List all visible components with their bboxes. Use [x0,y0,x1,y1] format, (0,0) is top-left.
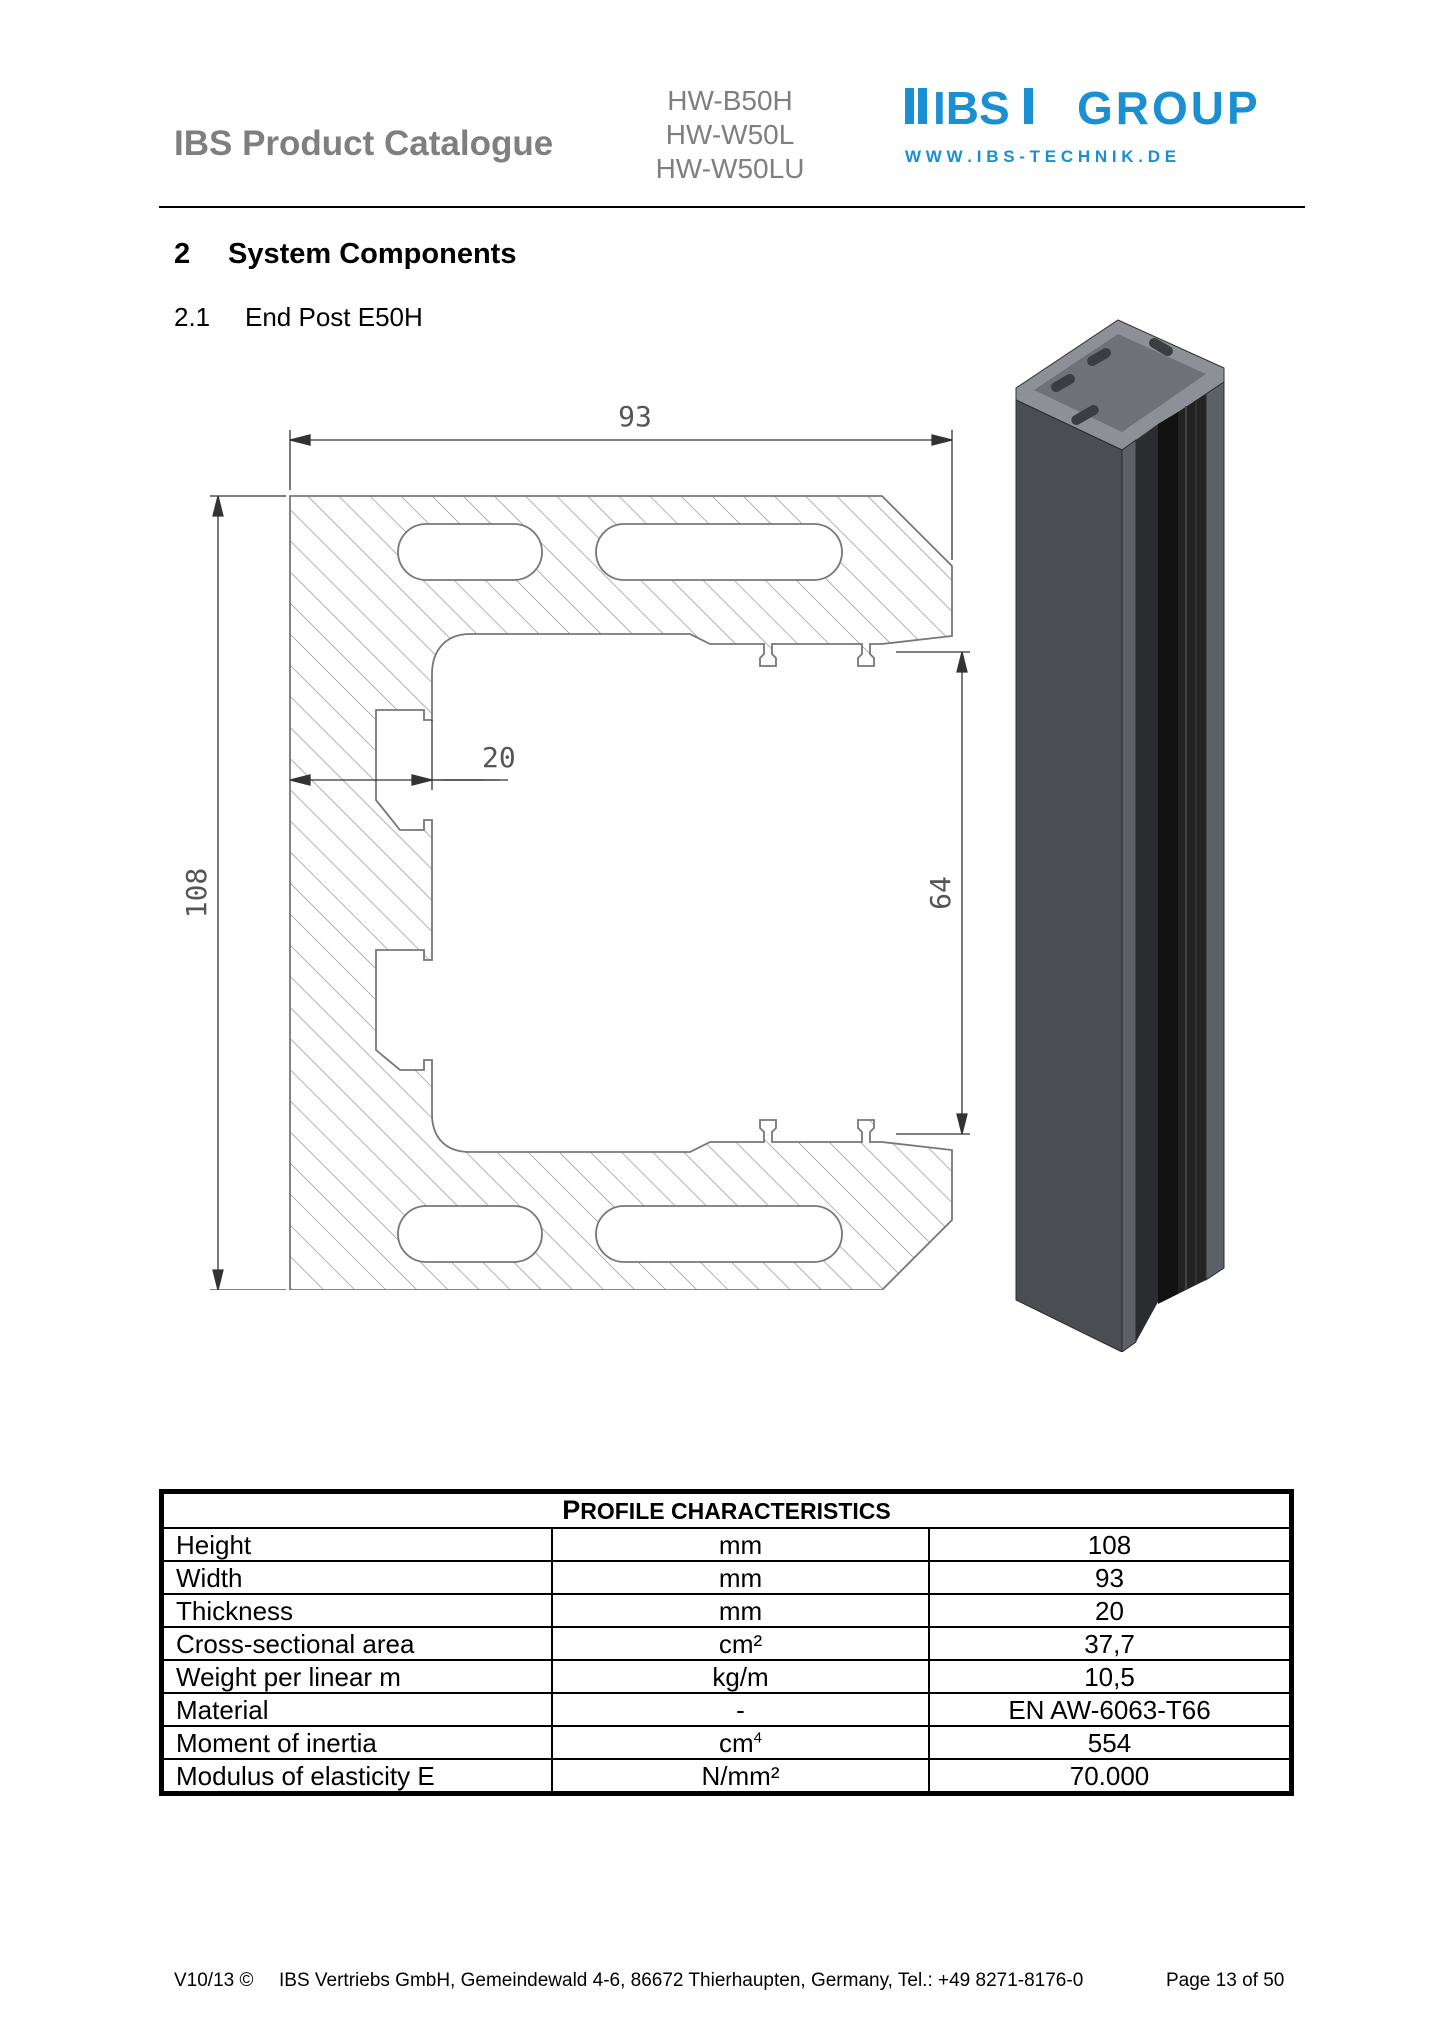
row-value: 554 [928,1725,1293,1760]
ibs-group-logo: IBS GROUP W W W . I B S - T E C H N I K … [905,82,1261,166]
row-unit: N/mm² [551,1758,930,1795]
row-label: Thickness [160,1593,553,1628]
cross-section-drawing: 93 108 20 64 [180,400,970,1290]
product-code: HW-B50H [667,85,793,116]
row-value: 10,5 [928,1659,1293,1694]
row-label: Height [160,1527,553,1562]
footer-company: IBS Vertriebs GmbH, Gemeindewald 4-6, 86… [279,1970,1084,1991]
table-row: Modulus of elasticity E N/mm² 70.000 [160,1758,1293,1795]
catalogue-title: IBS Product Catalogue [174,124,554,163]
profile-characteristics-table: PROFILE CHARACTERISTICS Height mm 108 Wi… [159,1489,1294,1796]
row-value: 93 [928,1560,1293,1595]
header-rule [159,206,1305,208]
dim-height-label: 108 [180,868,213,919]
dim-thickness-label: 20 [482,741,516,774]
row-value: 20 [928,1593,1293,1628]
row-value: EN AW-6063-T66 [928,1692,1293,1727]
logo-ibs-text: IBS [933,82,1010,134]
profile-section [289,495,953,1290]
table-row: Width mm 93 [160,1560,1293,1595]
subsection-number: 2.1 [174,302,211,332]
row-label: Modulus of elasticity E [160,1758,553,1795]
row-label: Moment of inertia [160,1725,553,1760]
dim-inner-label: 64 [924,876,957,910]
row-unit: cm² [551,1626,930,1661]
logo-group-text: GROUP [1077,82,1261,134]
row-value: 37,7 [928,1626,1293,1661]
table-row: Thickness mm 20 [160,1593,1293,1628]
row-unit: cm4 [551,1725,930,1760]
table-row: Weight per linear m kg/m 10,5 [160,1659,1293,1694]
subsection-title: End Post E50H [245,302,423,332]
product-codes: HW-B50H HW-W50L HW-W50LU [610,84,850,186]
row-label: Width [160,1560,553,1595]
row-unit: mm [551,1527,930,1562]
section-heading: 2 System Components [174,238,516,271]
row-label: Cross-sectional area [160,1626,553,1661]
dimension-lines [210,430,970,1290]
row-unit: - [551,1692,930,1727]
table-row: Height mm 108 [160,1527,1293,1562]
footer-page-number: Page 13 of 50 [1166,1970,1285,1991]
dim-width-label: 93 [618,400,652,433]
table-header: PROFILE CHARACTERISTICS [160,1490,1293,1529]
table-row: Cross-sectional area cm² 37,7 [160,1626,1293,1661]
row-label: Weight per linear m [160,1659,553,1694]
product-code: HW-W50L [665,119,795,150]
footer-version: V10/13 © [174,1970,254,1991]
section-number: 2 [174,238,191,270]
product-code: HW-W50LU [655,153,805,184]
row-label: Material [160,1692,553,1727]
subsection-heading: 2.1 End Post E50H [174,302,423,333]
row-unit: mm [551,1593,930,1628]
row-unit: kg/m [551,1659,930,1694]
section-title: System Components [228,238,517,270]
row-value: 108 [928,1527,1293,1562]
end-post-render [1015,319,1225,1352]
table-row: Moment of inertia cm4 554 [160,1725,1293,1760]
logo-url: W W W . I B S - T E C H N I K . D E [905,147,1176,166]
row-value: 70.000 [928,1758,1293,1795]
table-row: Material - EN AW-6063-T66 [160,1692,1293,1727]
row-unit: mm [551,1560,930,1595]
